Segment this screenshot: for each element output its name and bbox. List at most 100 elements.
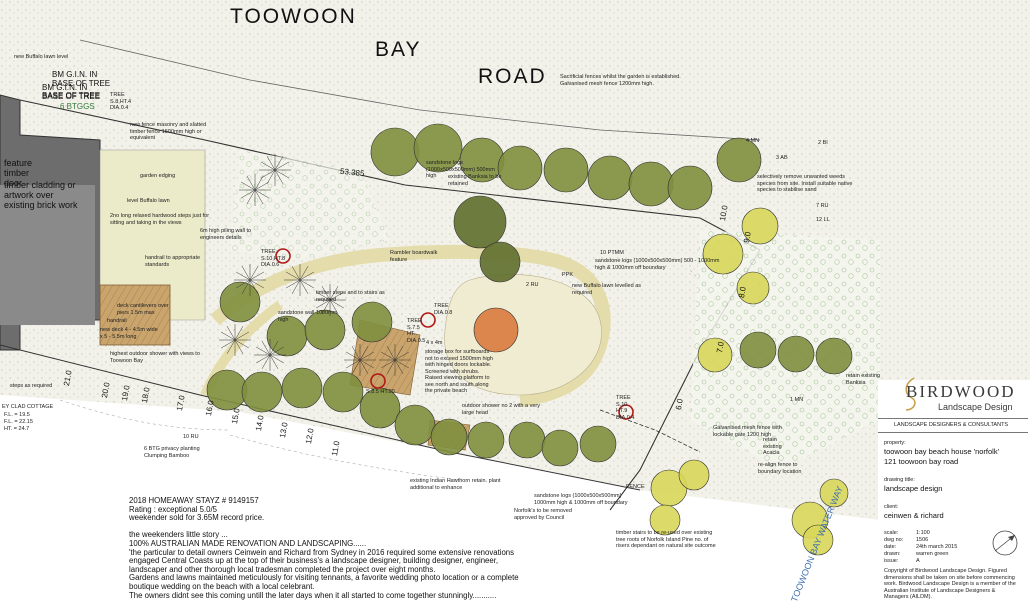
annotation-realign: re-align fence to boundary location (758, 462, 802, 475)
tree-canopy (508, 421, 546, 459)
annotation-storage: storage box for surfboards not to exceed… (425, 349, 493, 394)
boundary-line (19, 99, 761, 251)
annotation-deck4: 4 x 4m (426, 340, 443, 346)
client-name: ceinwen & richard (884, 511, 944, 520)
palm-icon (234, 264, 266, 296)
annotation-ab3: 3 AB (776, 155, 788, 161)
annotation-tree3: TREE DIA.0.8 (434, 303, 453, 316)
tree-canopy (736, 271, 770, 305)
date-label: date: (884, 544, 897, 550)
tree-canopy (587, 155, 633, 201)
story-line: 100% AUSTRALIAN MADE RENOVATION AND LAND… (129, 538, 367, 548)
annotation-timber-fence: timber steps and to stairs as required (316, 290, 385, 303)
annotation-sandstone-right: sandstone logs (1000x500x500mm) 500 - 10… (595, 258, 720, 271)
road-kerb (79, 39, 761, 141)
issue-label: issue: (884, 558, 899, 564)
tree-canopy (667, 165, 713, 211)
annotation-ptmm: 10 PTMM (600, 250, 624, 256)
tagline: LANDSCAPE DESIGNERS & CONSULTANTS (894, 422, 1009, 428)
property-name: toowoon bay beach house 'norfolk' (884, 447, 1000, 456)
tree-canopy (453, 195, 507, 249)
annotation-hawthorn: existing Indian Hawthorn retain. plant a… (410, 478, 501, 491)
dwg-value: 1506 (916, 537, 929, 543)
tree-canopy (219, 281, 261, 323)
story-line: landscaper and other thorough local trad… (129, 564, 436, 574)
palm-icon (219, 324, 251, 356)
tree-canopy (741, 207, 779, 245)
palm-icon (239, 174, 271, 206)
annotation-fence: FENCE (626, 484, 645, 490)
tree-marker-icon (275, 248, 291, 264)
title-block: BIRDWOOD Landscape Design LANDSCAPE DESI… (878, 377, 1028, 604)
annotation-cladding: timber cladding or artwork over existing… (4, 180, 78, 210)
road-label-road: ROAD (478, 65, 547, 88)
annotation-buffalo-new: new Buffalo lawn levelled as required (572, 283, 641, 296)
annotation-ru10: 10 RU (183, 434, 199, 440)
tree-canopy (479, 241, 521, 283)
annotation-handrail: handrail to appropriate standards (145, 255, 201, 268)
scale-value: 1:100 (916, 530, 930, 536)
palm-icon (314, 284, 346, 316)
tree-canopy (351, 301, 393, 343)
road-label-toowoon: TOOWOON (230, 5, 357, 28)
annotation-mn4: 4 MN (746, 138, 760, 144)
palm-icon (284, 264, 316, 296)
fence-line (599, 409, 701, 453)
annotation-fl2: F.L. = 22.15 (4, 419, 33, 425)
annotation-handrail2: handrail (107, 318, 127, 324)
tree-canopy (370, 127, 420, 177)
shrub-bed-left (230, 150, 390, 260)
annotation-sandstone-top: sandstone logs (1000x500x500mm) 500mm hi… (426, 160, 495, 179)
property-label: property: (884, 440, 906, 446)
palm-icon (259, 154, 291, 186)
story-line: Rating : exceptional 5.0/5 (129, 504, 217, 514)
dwg-label: dwg no: (884, 537, 904, 543)
annotation-buffalo-lawn: new Buffalo lawn level (14, 54, 69, 60)
annotation-mn1: 1 MN (790, 397, 804, 403)
annotation-ru2: 2 RU (526, 282, 539, 288)
annotation-stairs-old: timber stairs to be re-used over existin… (616, 530, 716, 549)
annotation-bi2: 2 BI (818, 140, 828, 146)
tree-canopy (777, 335, 815, 373)
property-address: 121 toowoon bay road (884, 457, 959, 466)
tree-canopy (467, 421, 505, 459)
annotation-feature-door: feature timber door (4, 158, 33, 188)
annotation-btggs: 6 BTGGS (60, 102, 95, 111)
annotation-privacy: 6 BTG privacy planting Clumping Bamboo (144, 446, 200, 459)
copyright-note: Copyright of Birdwood Landscape Design. … (884, 568, 1016, 600)
birdwood-logo-icon (905, 377, 916, 411)
annotation-ramble: Rambler boardwalk feature (390, 250, 438, 263)
story-line: engaged Central Coasts up at the top of … (129, 556, 499, 566)
annotation-masonry: new fence masonry and slatted timber fen… (130, 122, 207, 141)
logo-text: BIRDWOOD (906, 382, 1016, 401)
north-point-icon (992, 530, 1018, 556)
building-hatch (0, 185, 95, 325)
annotation-fl1: F.L. = 19.5 (4, 412, 30, 418)
tree-canopy (241, 371, 283, 413)
contour-label: 7.0 (715, 341, 726, 354)
annotation-ll12: 12 LL (816, 217, 830, 223)
tree-canopy (678, 459, 710, 491)
tree-canopy (702, 233, 744, 275)
annotation-outdoor-shower: outdoor shower no 2 with a very large he… (462, 403, 540, 416)
client-label: client: (884, 504, 899, 510)
annotation-sacrificial: Sacrificial fences whilst the garden is … (560, 74, 681, 87)
annotation-level-buffalo: level Buffalo lawn (127, 198, 170, 204)
front-lawn (99, 149, 206, 321)
tree-canopy (697, 337, 733, 373)
tree-canopy (716, 137, 762, 183)
road-label-bay: BAY (375, 38, 422, 61)
tree-canopy (815, 337, 853, 375)
tree-canopy (802, 524, 834, 556)
annotation-ppk: PPK (562, 272, 574, 278)
tree-canopy (304, 309, 346, 351)
tree-canopy (819, 478, 849, 508)
contour-label: 9.0 (742, 231, 753, 244)
annotation-garden-edging: garden edging (140, 173, 176, 179)
annotation-sandstone-wall: sandstone wall 1000mm high (278, 310, 338, 323)
annotation-tree5: TREE S.10 HT.9 DIA.0.4 (616, 395, 635, 421)
story-line: The owners didnt see this coming untill … (129, 590, 497, 600)
timber-deck (99, 284, 171, 346)
annotation-new-deck: new deck 4 - 4.5m wide x 5 - 5.5m long (100, 327, 158, 340)
